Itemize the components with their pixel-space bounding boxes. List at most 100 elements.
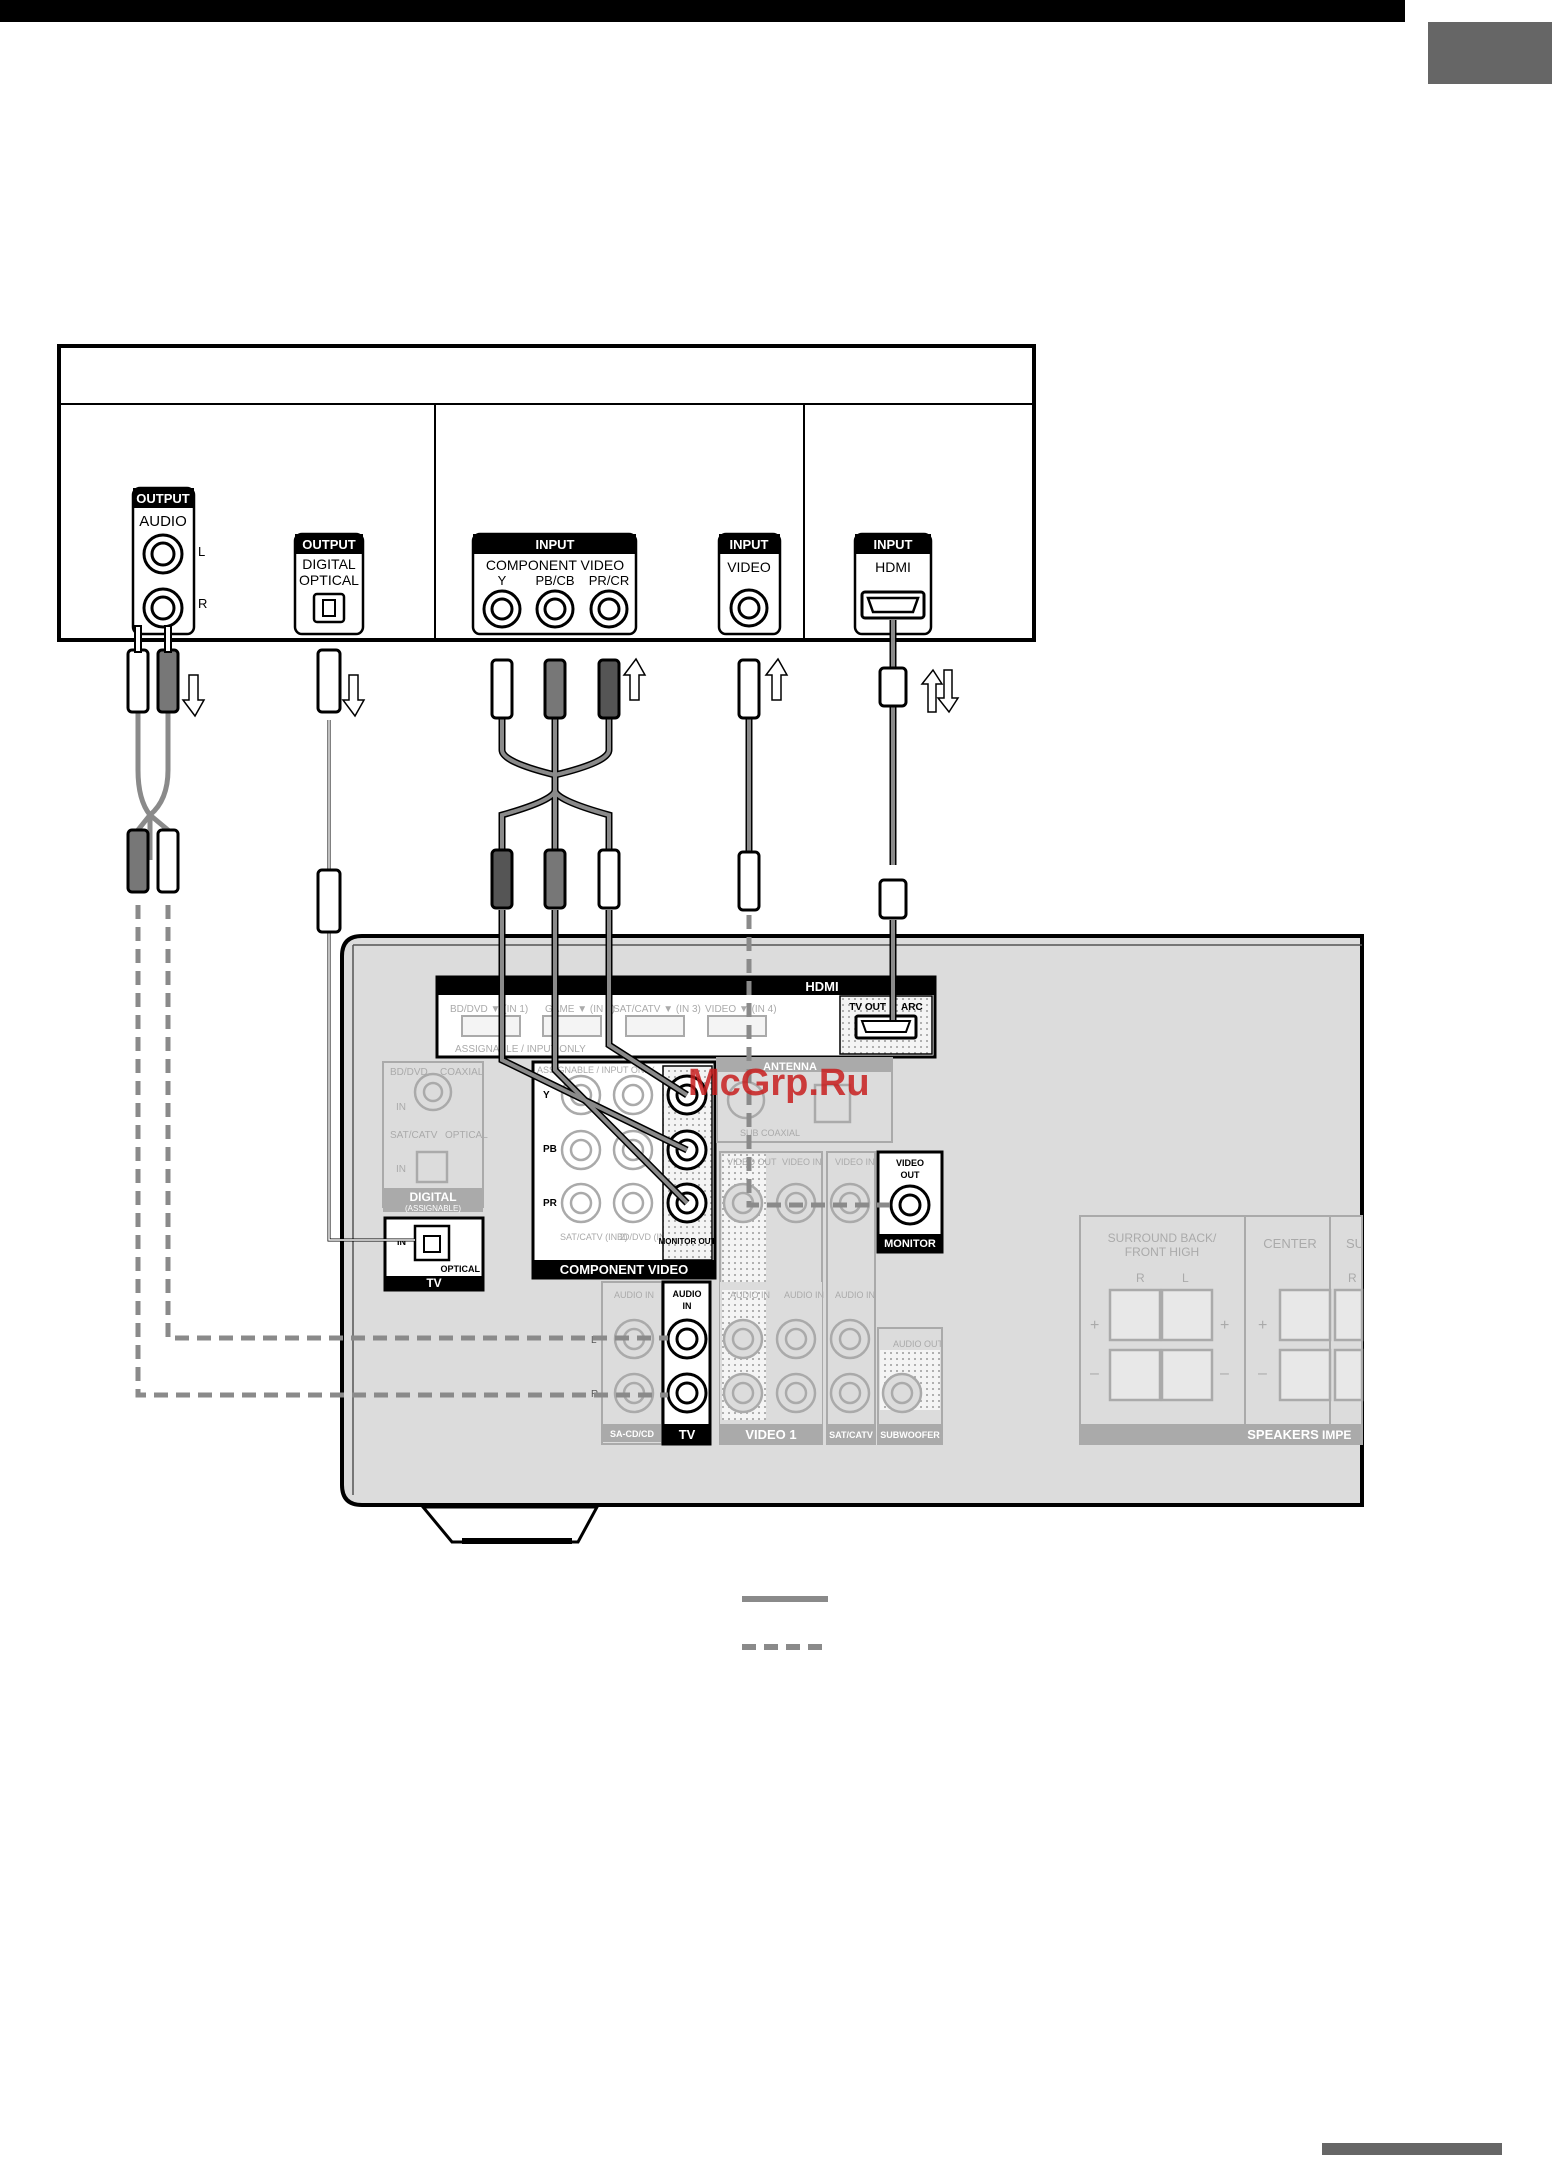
video1-audio-in2-label: AUDIO IN: [784, 1290, 824, 1300]
optical-flow-arrow: [341, 674, 366, 718]
tv-audio-output-tag: OUTPUT: [136, 491, 190, 506]
sb-l-minus-terminal[interactable]: [1160, 1348, 1214, 1402]
tv-optical-in-label: IN: [397, 1237, 406, 1247]
digital-sat-catv-label: SAT/CATV: [390, 1130, 438, 1141]
tv-component-input: INPUT COMPONENT VIDEO Y PB/CB PR/CR: [471, 532, 638, 636]
tv-digital-label: DIGITAL: [302, 556, 356, 572]
tv-comp-pb-label: PB/CB: [535, 573, 574, 588]
hdmi-flow-arrow-down: [936, 669, 960, 714]
section-tab: [1428, 22, 1552, 84]
sur-plus-label: +: [1258, 1317, 1267, 1334]
hdmi-in3-port[interactable]: [625, 1015, 685, 1037]
tv-comp-pr-label: PR/CR: [589, 573, 629, 588]
hdmi-tv-out-label: TV OUT ▼ ARC: [849, 1002, 922, 1013]
receiver-tv-optical-box: IN OPTICAL TV: [383, 1216, 485, 1292]
receiver-audio-section: AUDIO IN L R SA-CD/CD AUDIO IN TV AUDIO …: [591, 1280, 944, 1446]
video-cable-dashed: [746, 915, 890, 1208]
component-plugs: [490, 658, 621, 910]
hdmi-in4-port[interactable]: [707, 1015, 767, 1037]
center-minus-terminal[interactable]: [1278, 1348, 1332, 1402]
surround-back-label-2: FRONT HIGH: [1125, 1245, 1199, 1259]
sur-r-label: R: [1348, 1271, 1357, 1285]
tv-optical-output-tag: OUTPUT: [302, 537, 356, 552]
audio-cable-r-dashed: [135, 905, 668, 1398]
comp-sat-catv-label: SAT/CATV (IN 2): [560, 1232, 628, 1242]
sb-plus-label: +: [1090, 1317, 1099, 1334]
video1-label: VIDEO 1: [745, 1427, 796, 1442]
center-minus-label: –: [1220, 1365, 1229, 1382]
video-plug-bottom: [737, 850, 761, 912]
tv-audio-output: OUTPUT AUDIO L R: [131, 486, 207, 636]
tv-video-input-tag: INPUT: [730, 537, 769, 552]
receiver-hdmi-section: HDMI BD/DVD ▼ (IN 1) GAME ▼ (IN 2) SAT/C…: [435, 975, 937, 1059]
hdmi-in4-label: VIDEO ▼ (IN 4): [705, 1004, 777, 1015]
sb-r-plus-terminal[interactable]: [1108, 1288, 1162, 1342]
video-flow-arrow: [764, 657, 789, 701]
tv-optical-label: OPTICAL: [441, 1264, 481, 1274]
hdmi-in1-port[interactable]: [461, 1015, 521, 1037]
antenna-label: ANTENNA: [763, 1061, 817, 1073]
sb-r-minus-terminal[interactable]: [1108, 1348, 1162, 1402]
audio-cable-l-dashed: [165, 905, 668, 1341]
digital-assignable-label: (ASSIGNABLE): [405, 1204, 461, 1213]
audio-cable-plugs: [126, 625, 180, 894]
header-bar: [0, 0, 1405, 22]
optical-plug-bottom: [316, 868, 342, 934]
receiver-hdmi-bar-label: HDMI: [805, 979, 838, 994]
center-plus-label: +: [1220, 1317, 1229, 1334]
center-plus-terminal[interactable]: [1278, 1288, 1332, 1342]
optical-in2-jack[interactable]: [415, 1150, 449, 1184]
hdmi-plug-bottom: [878, 878, 908, 920]
hdmi-in2-label: GAME ▼ (IN 2): [545, 1004, 615, 1015]
sat-video-in-label: VIDEO IN: [835, 1157, 875, 1167]
video1-audio-in-label: AUDIO IN: [730, 1290, 770, 1300]
sb-l-label: L: [1182, 1271, 1189, 1285]
comp-section-title: COMPONENT VIDEO: [560, 1262, 689, 1277]
tv-audio-in-label-2: IN: [683, 1301, 692, 1311]
digital-bd-dvd-label: BD/DVD: [390, 1067, 428, 1078]
hdmi-in3-label: SAT/CATV ▼ (IN 3): [613, 1004, 701, 1015]
monitor-out-label: OUT: [901, 1170, 921, 1180]
sacd-audio-in-label: AUDIO IN: [614, 1290, 654, 1300]
monitor-video-label: VIDEO: [896, 1158, 924, 1168]
comp-pb-label: PB: [543, 1144, 557, 1155]
sat-catv-label: SAT/CATV: [829, 1430, 873, 1440]
monitor-tag: MONITOR: [884, 1238, 936, 1250]
tv-video-label: VIDEO: [727, 559, 771, 575]
fm-antenna-jack[interactable]: [726, 1080, 766, 1120]
center-label: CENTER: [1263, 1236, 1316, 1251]
tv-audio-label: AUDIO: [139, 513, 187, 530]
am-antenna-terminal[interactable]: [813, 1083, 852, 1124]
footer-tab: [1322, 2143, 1502, 2155]
sur-r-minus-terminal[interactable]: [1333, 1348, 1364, 1402]
sur-r-plus-terminal[interactable]: [1333, 1288, 1364, 1342]
tv-hdmi-input: INPUT HDMI: [853, 532, 933, 636]
sb-r-label: R: [1136, 1271, 1145, 1285]
subwoofer-label: SUBWOOFER: [880, 1430, 940, 1440]
hdmi-flow-arrow-up: [920, 668, 944, 713]
tv-hdmi-input-tag: INPUT: [874, 537, 913, 552]
sb-minus-label: –: [1090, 1365, 1099, 1382]
comp-assignable-label: ASSIGNABLE / INPUT ONLY: [537, 1065, 655, 1075]
optical-plug-top: [316, 648, 342, 714]
tv-optical-tag: TV: [426, 1276, 441, 1290]
digital-optical-label: OPTICAL: [445, 1130, 488, 1141]
video1-in-label: VIDEO IN: [782, 1157, 822, 1167]
hdmi-plug-top: [878, 666, 908, 708]
comp-pr-label: PR: [543, 1198, 558, 1209]
digital-in2-label: IN: [396, 1164, 406, 1175]
tv-audio-r-label: R: [198, 596, 207, 611]
receiver-speakers-section: SURROUND BACK/ FRONT HIGH CENTER SU R L …: [1079, 1215, 1364, 1445]
tv-audio-tag: TV: [679, 1427, 696, 1442]
comp-y-label: Y: [543, 1090, 550, 1101]
tv-hdmi-label: HDMI: [875, 559, 911, 575]
sacd-label: SA-CD/CD: [610, 1429, 654, 1439]
video-plug-top: [737, 658, 761, 720]
tv-optical-label: OPTICAL: [299, 572, 359, 588]
antenna-coaxial-label: SUB COAXIAL: [740, 1128, 800, 1138]
hdmi-assignable-label: ASSIGNABLE / INPUT ONLY: [455, 1044, 586, 1055]
sb-l-plus-terminal[interactable]: [1160, 1288, 1214, 1342]
comp-bd-dvd-label: BD/DVD (IN 1): [617, 1232, 676, 1242]
digital-coaxial-label: COAXIAL: [440, 1067, 484, 1078]
